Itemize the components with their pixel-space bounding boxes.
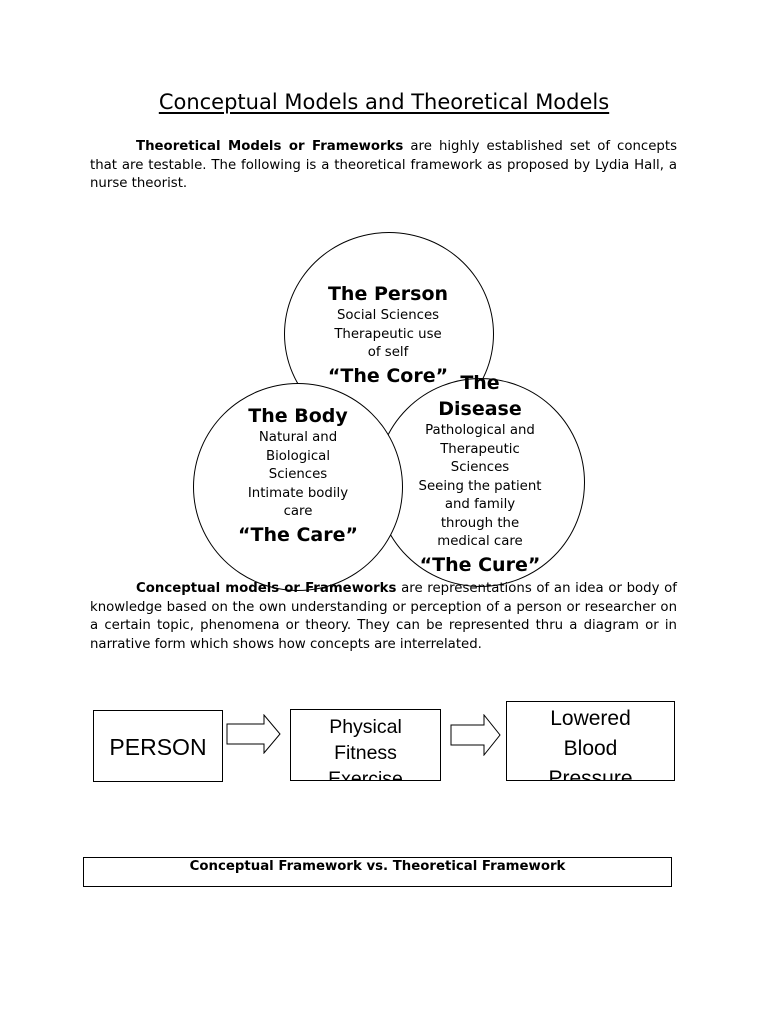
body-line: Biological [265, 448, 331, 464]
disease-line: medical care [437, 534, 523, 549]
person-title: The Person [327, 283, 449, 305]
disease-title-line2: Disease [438, 398, 522, 420]
intro-bold-lead: Theoretical Models or Frameworks [136, 139, 404, 154]
disease-line: and family [444, 497, 516, 512]
arrow-right-icon [450, 714, 501, 756]
flow-box-bp-line: Blood [563, 737, 618, 760]
page-title: Conceptual Models and Theoretical Models [158, 90, 610, 114]
body-line: Sciences [268, 467, 328, 482]
disease-line: Sciences [450, 460, 510, 475]
flow-box-bp-line: Lowered [550, 707, 631, 730]
flow-box-fitness-line: Exercise [328, 768, 403, 781]
flow-box-person-label: PERSON [109, 734, 207, 760]
person-quote: “The Core” [327, 364, 449, 387]
person-line: Therapeutic use [334, 326, 442, 342]
flow-box-fitness: Physical Fitness Exercise [290, 709, 441, 781]
disease-line: Seeing the patient [418, 478, 542, 494]
arrow-right-icon [226, 714, 281, 754]
disease-line: Pathological and [425, 423, 535, 438]
comparison-heading: Conceptual Framework vs. Theoretical Fra… [189, 859, 566, 874]
flow-box-bp-line: Pressure [548, 767, 633, 781]
disease-label-group: The Disease Pathological and Therapeutic… [400, 370, 560, 578]
disease-title-line1: The [460, 372, 500, 394]
person-label-group: The Person Social Sciences Therapeutic u… [300, 281, 476, 389]
flow-box-fitness-line: Physical [329, 716, 402, 738]
flow-box-blood-pressure: Lowered Blood Pressure [506, 701, 675, 781]
circle-body [193, 383, 403, 591]
body-line: Natural and [258, 430, 338, 445]
conceptual-bold-lead: Conceptual models or Frameworks [136, 581, 397, 596]
person-line: Social Sciences [336, 308, 440, 323]
conceptual-text: are representations of an idea or body o… [90, 581, 677, 652]
disease-line: Therapeutic [440, 441, 520, 457]
body-label-group: The Body Natural and Biological Sciences… [218, 403, 378, 548]
person-line: of self [367, 345, 409, 360]
intro-paragraph: Theoretical Models or Frameworks are hig… [90, 138, 677, 194]
conceptual-paragraph: Conceptual models or Frameworks are repr… [90, 580, 677, 654]
body-title: The Body [248, 405, 348, 427]
comparison-heading-box: Conceptual Framework vs. Theoretical Fra… [83, 857, 672, 887]
body-quote: “The Care” [238, 523, 358, 546]
disease-quote: “The Cure” [419, 553, 541, 576]
body-line: care [283, 504, 313, 519]
intro-text: are highly established set of concepts t… [90, 139, 678, 191]
flow-box-fitness-line: Fitness [334, 742, 397, 764]
disease-line: through the [440, 515, 520, 531]
body-line: Intimate bodily [247, 485, 349, 501]
flow-box-person: PERSON [93, 710, 223, 782]
